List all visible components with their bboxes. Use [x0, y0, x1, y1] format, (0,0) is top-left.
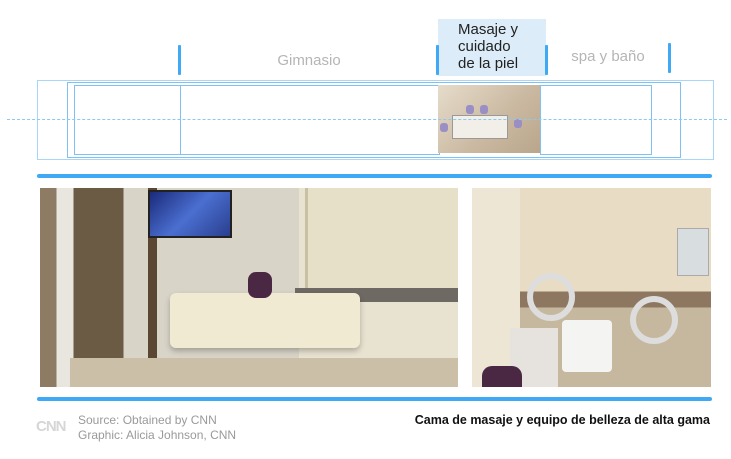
label-line: Masaje y — [458, 21, 519, 38]
divider-bar — [37, 397, 712, 401]
graphic-credit: Graphic: Alicia Johnson, CNN — [78, 428, 237, 442]
section-label-spa: spa y baño — [571, 48, 645, 65]
section-divider — [178, 45, 181, 75]
divider-bar — [37, 174, 712, 178]
section-label-gym: Gimnasio — [277, 52, 341, 69]
photo-massage-room — [40, 188, 458, 387]
section-divider — [545, 45, 548, 75]
floor-plan — [7, 80, 727, 162]
section-divider — [436, 45, 439, 75]
plan-room-gym — [180, 85, 440, 155]
cnn-logo: CNN — [36, 418, 66, 435]
section-label-massage: Masaje y cuidado de la piel — [458, 21, 518, 72]
photo-beauty-equipment — [472, 188, 711, 387]
plan-room-spa — [540, 85, 652, 155]
label-line: de la piel — [458, 55, 519, 72]
section-divider — [668, 43, 671, 73]
photo-caption: Cama de masaje y equipo de belleza de al… — [414, 413, 710, 427]
label-line: cuidado — [458, 38, 511, 55]
section-highlight-massage — [438, 19, 546, 76]
plan-room-entry — [74, 85, 181, 155]
source-credit: Source: Obtained by CNN — [78, 413, 217, 427]
